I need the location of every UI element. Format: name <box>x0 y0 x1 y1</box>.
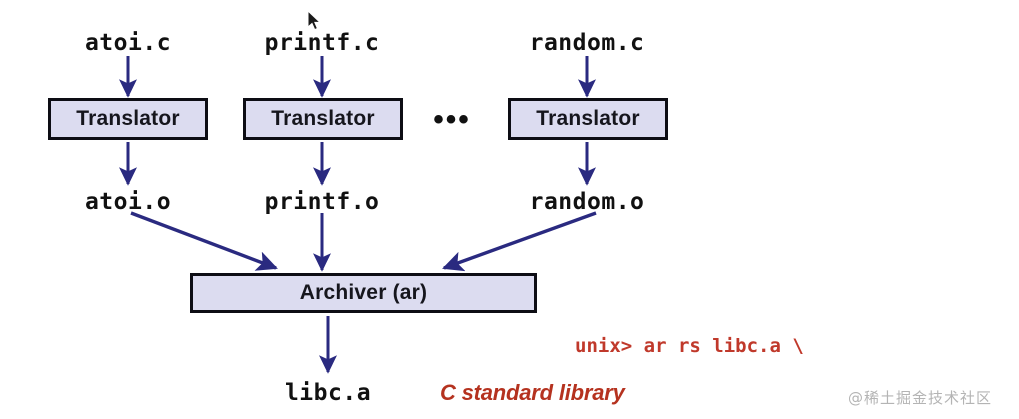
archiver-box[interactable]: Archiver (ar) <box>190 273 537 313</box>
source-file-label-random-c: random.c <box>529 30 645 56</box>
watermark-label: @稀土掘金技术社区 <box>848 389 993 407</box>
shell-command-annotation: unix> ar rs libc.a \ atoi.o printf.o … r… <box>575 273 900 419</box>
object-file-label-atoi-o: atoi.o <box>84 189 172 215</box>
output-library-label-libc-a: libc.a <box>284 380 372 406</box>
arrow-random-o-to-archiver <box>442 211 597 272</box>
arrow-atoi-o-to-archiver <box>130 211 278 271</box>
ellipsis-between-translators: ••• <box>433 103 471 136</box>
caption-c-standard-library: C standard library <box>440 380 625 405</box>
source-file-label-atoi-c: atoi.c <box>84 30 172 56</box>
translator-box-random[interactable]: Translator <box>508 98 668 140</box>
translator-box-printf[interactable]: Translator <box>243 98 403 140</box>
translator-box-atoi[interactable]: Translator <box>48 98 208 140</box>
source-file-label-printf-c: printf.c <box>264 30 380 56</box>
object-file-label-random-o: random.o <box>529 189 645 215</box>
mouse-cursor-icon <box>307 10 322 31</box>
shell-command-line-1: unix> ar rs libc.a \ <box>575 334 804 357</box>
object-file-label-printf-o: printf.o <box>264 189 380 215</box>
